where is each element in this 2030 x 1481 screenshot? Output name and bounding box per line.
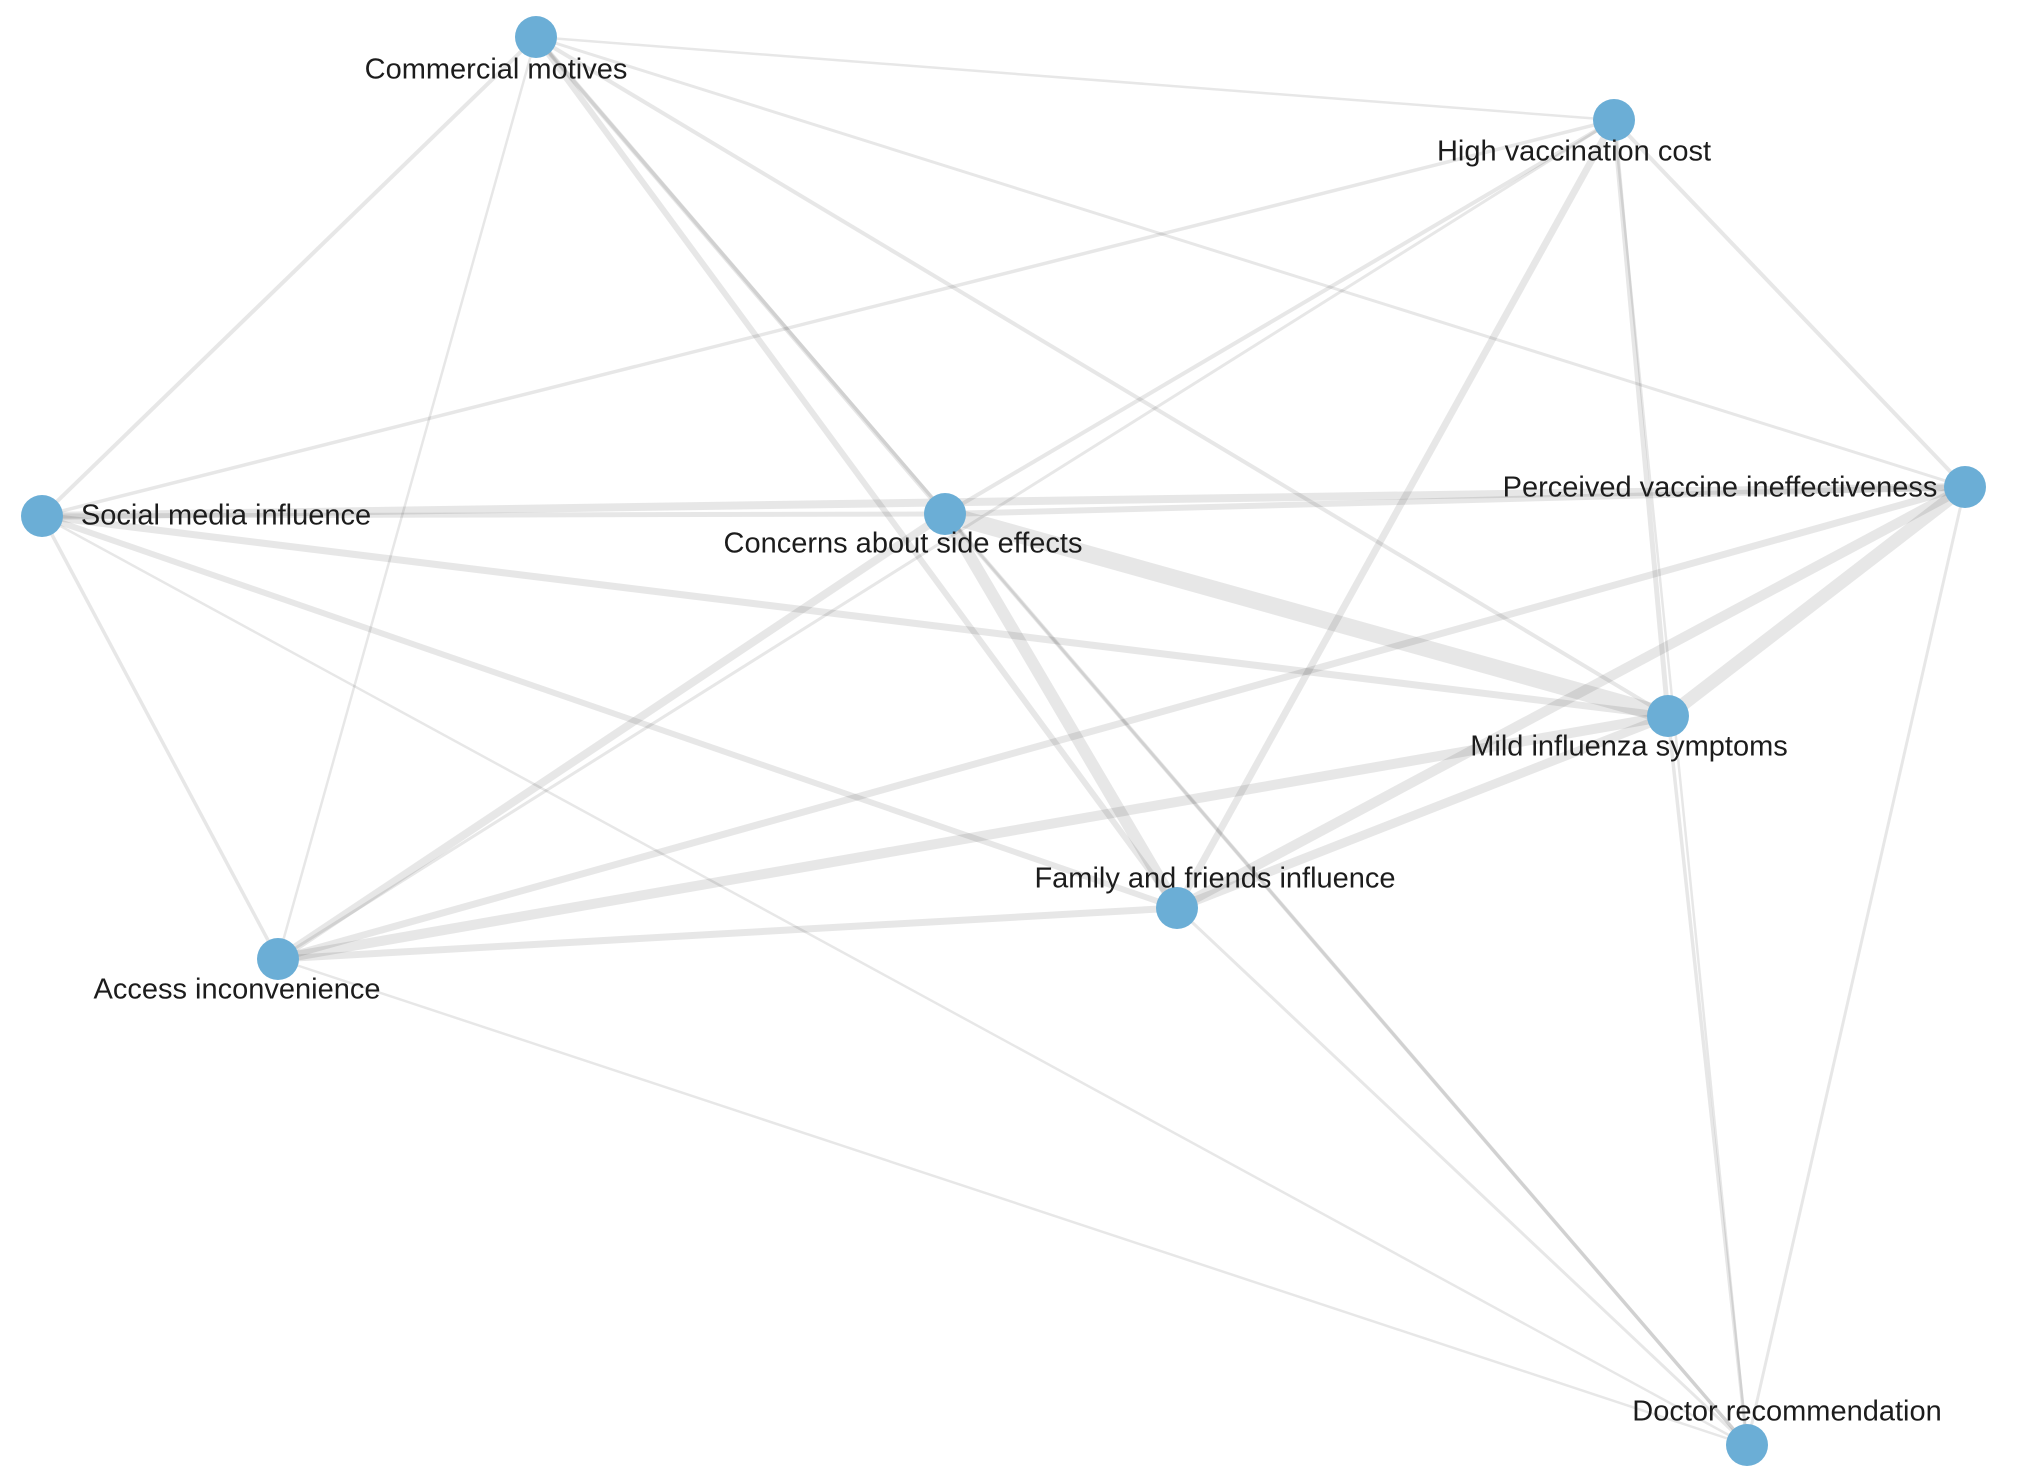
node-label-family_friends_influence: Family and friends influence: [1034, 862, 1396, 895]
graph-edge: [277, 118, 1615, 961]
graph-edge: [943, 118, 1616, 516]
graph-edge: [1664, 481, 1969, 722]
graph-node-mild_influenza_symptoms[interactable]: [1647, 695, 1689, 737]
node-label-access_inconvenience: Access inconvenience: [93, 973, 381, 1006]
graph-edge: [944, 484, 1966, 517]
graph-edge: [1173, 118, 1618, 910]
node-label-commercial_motives: Commercial motives: [364, 53, 628, 86]
graph-edge: [277, 957, 1748, 1447]
graph-edge: [1175, 906, 1749, 1447]
node-label-mild_influenza_symptoms: Mild influenza symptoms: [1470, 730, 1788, 763]
nodes-layer: [21, 16, 1986, 1466]
edges-layer: [40, 35, 1969, 1447]
graph-node-perceived_ineffectiveness[interactable]: [1944, 466, 1986, 508]
graph-edge: [1175, 711, 1670, 913]
graph-edge: [533, 35, 1180, 910]
graph-edge: [41, 514, 1748, 1447]
graph-edge: [41, 513, 1178, 911]
graph-edge: [277, 904, 1178, 963]
graph-node-access_inconvenience[interactable]: [257, 938, 299, 980]
graph-edge: [1174, 482, 1968, 913]
graph-edge: [1612, 118, 1967, 489]
graph-edge: [534, 35, 1749, 1447]
graph-edge: [1666, 715, 1749, 1446]
node-label-social_media_influence: Social media influence: [80, 499, 372, 532]
graph-edge: [275, 510, 948, 963]
graph-node-commercial_motives[interactable]: [515, 16, 557, 58]
graph-edge: [1745, 486, 1967, 1446]
graph-edge: [41, 512, 1669, 720]
node-label-concerns_side_effects: Concerns about side effects: [723, 527, 1083, 560]
graph-node-concerns_side_effects[interactable]: [924, 493, 966, 535]
graph-edge: [41, 118, 1615, 518]
graph-node-family_friends_influence[interactable]: [1156, 887, 1198, 929]
graph-node-doctor_recommendation[interactable]: [1726, 1424, 1768, 1466]
graph-edge: [943, 512, 1749, 1447]
graph-node-high_vaccination_cost[interactable]: [1593, 99, 1635, 141]
graph-node-social_media_influence[interactable]: [21, 495, 63, 537]
graph-edge: [535, 35, 1966, 489]
node-label-perceived_ineffectiveness: Perceived vaccine ineffectiveness: [1502, 471, 1938, 504]
graph-edge: [1612, 119, 1749, 1446]
graph-edge: [41, 511, 946, 519]
graph-edge: [939, 510, 1183, 912]
node-label-high_vaccination_cost: High vaccination cost: [1436, 135, 1712, 168]
graph-edge: [40, 35, 538, 518]
graph-edge: [534, 35, 947, 516]
graph-edge: [535, 35, 1615, 122]
graph-edge: [41, 483, 1966, 520]
graph-edge: [276, 36, 538, 960]
graph-edge: [1611, 119, 1671, 717]
graph-edge: [942, 505, 1671, 725]
graph-edge: [534, 35, 1670, 718]
graph-edge: [40, 515, 280, 960]
graph-edge: [277, 711, 1669, 964]
graph-edge: [277, 483, 1966, 963]
node-label-doctor_recommendation: Doctor recommendation: [1632, 1395, 1942, 1428]
